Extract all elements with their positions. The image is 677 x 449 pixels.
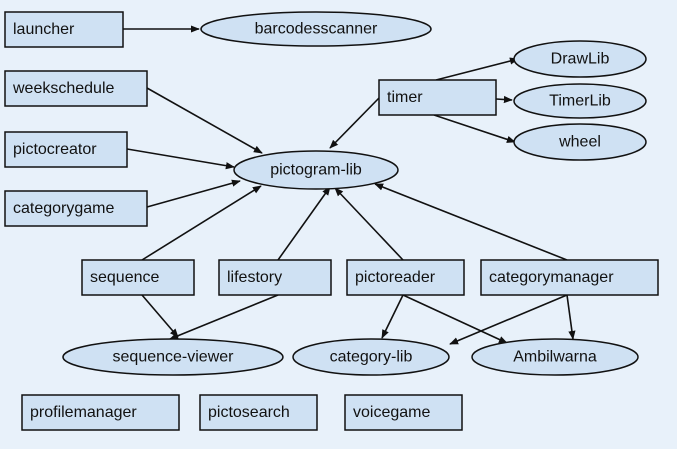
node-timerlib: TimerLib xyxy=(513,83,647,119)
node-box xyxy=(4,131,128,168)
edge-sequence-to-pictogram-lib xyxy=(141,185,262,261)
edge-pictoreader-to-ambilwarna xyxy=(402,294,508,344)
edge-pictocreator-to-pictogram-lib xyxy=(126,148,235,170)
edge-categorymanager-to-pictogram-lib xyxy=(374,183,568,261)
nodes-layer: launcher barcodesscanner weekschedule timer… xyxy=(4,11,659,431)
node-launcher: launcher xyxy=(4,11,124,48)
node-ellipse xyxy=(471,338,639,376)
node-categorymanager: categorymanager xyxy=(480,259,659,296)
node-label: DrawLib xyxy=(551,51,610,68)
node-profilemanager: profilemanager xyxy=(21,394,180,431)
edge-lifestory-to-pictogram-lib xyxy=(277,186,331,261)
node-label: sequence-viewer xyxy=(113,349,235,366)
edge-pictoreader-to-pictogram-lib xyxy=(334,187,404,261)
node-label: pictosearch xyxy=(208,404,290,421)
node-label: pictoreader xyxy=(355,269,436,286)
edge-timer-to-wheel xyxy=(433,114,516,143)
node-ellipse xyxy=(513,40,647,78)
node-drawlib: DrawLib xyxy=(513,40,647,78)
node-box xyxy=(378,79,497,116)
edge-timer-to-drawlib xyxy=(435,57,519,81)
node-pictosearch: pictosearch xyxy=(199,394,318,431)
edge-timer-to-timerlib xyxy=(495,95,513,104)
node-timer: timer xyxy=(378,79,497,116)
edge-categorymanager-to-ambilwarna xyxy=(566,294,576,340)
node-ellipse xyxy=(62,338,284,376)
node-label: weekschedule xyxy=(12,80,115,97)
node-label: TimerLib xyxy=(549,93,611,110)
node-box xyxy=(81,259,195,296)
node-label: timer xyxy=(387,89,423,106)
node-box xyxy=(346,259,465,296)
node-ambilwarna: Ambilwarna xyxy=(471,338,639,376)
node-label: lifestory xyxy=(227,269,282,286)
node-wheel: wheel xyxy=(513,123,647,161)
node-box xyxy=(344,394,463,431)
node-sequence-viewer: sequence-viewer xyxy=(62,338,284,376)
edge-weekschedule-to-pictogram-lib xyxy=(146,87,263,154)
edge-categorygame-to-pictogram-lib xyxy=(146,179,241,208)
node-label: categorymanager xyxy=(489,269,614,286)
node-label: barcodesscanner xyxy=(255,21,378,38)
node-label: sequence xyxy=(90,269,159,286)
node-label: Ambilwarna xyxy=(513,349,597,366)
edges-layer xyxy=(123,25,576,345)
node-label: launcher xyxy=(13,21,75,38)
node-voicegame: voicegame xyxy=(344,394,463,431)
node-label: categorygame xyxy=(13,200,114,217)
node-box xyxy=(4,190,148,227)
node-box xyxy=(21,394,180,431)
node-ellipse xyxy=(513,123,647,161)
node-label: pictocreator xyxy=(13,141,97,158)
node-pictocreator: pictocreator xyxy=(4,131,128,168)
node-pictogram-lib: pictogram-lib xyxy=(233,150,399,190)
edge-lifestory-to-sequence-viewer xyxy=(169,294,279,340)
node-box xyxy=(4,11,124,48)
node-sequence: sequence xyxy=(81,259,195,296)
node-ellipse xyxy=(292,338,450,376)
edge-pictoreader-to-category-lib xyxy=(381,294,404,339)
node-ellipse xyxy=(200,11,432,47)
node-barcodesscanner: barcodesscanner xyxy=(200,11,432,47)
node-category-lib: category-lib xyxy=(292,338,450,376)
node-categorygame: categorygame xyxy=(4,190,148,227)
node-label: pictogram-lib xyxy=(270,162,362,179)
node-label: voicegame xyxy=(353,404,430,421)
node-label: category-lib xyxy=(330,349,413,366)
edge-categorymanager-to-category-lib xyxy=(449,294,568,345)
node-pictoreader: pictoreader xyxy=(346,259,465,296)
node-box xyxy=(199,394,318,431)
edge-sequence-to-sequence-viewer xyxy=(141,294,179,338)
node-label: profilemanager xyxy=(30,404,137,421)
edge-timer-to-pictogram-lib xyxy=(329,97,380,149)
node-ellipse xyxy=(513,83,647,119)
node-lifestory: lifestory xyxy=(218,259,332,296)
node-ellipse xyxy=(233,150,399,190)
node-weekschedule: weekschedule xyxy=(4,70,148,107)
node-box xyxy=(218,259,332,296)
node-box xyxy=(4,70,148,107)
node-box xyxy=(480,259,659,296)
node-label: wheel xyxy=(558,134,601,151)
